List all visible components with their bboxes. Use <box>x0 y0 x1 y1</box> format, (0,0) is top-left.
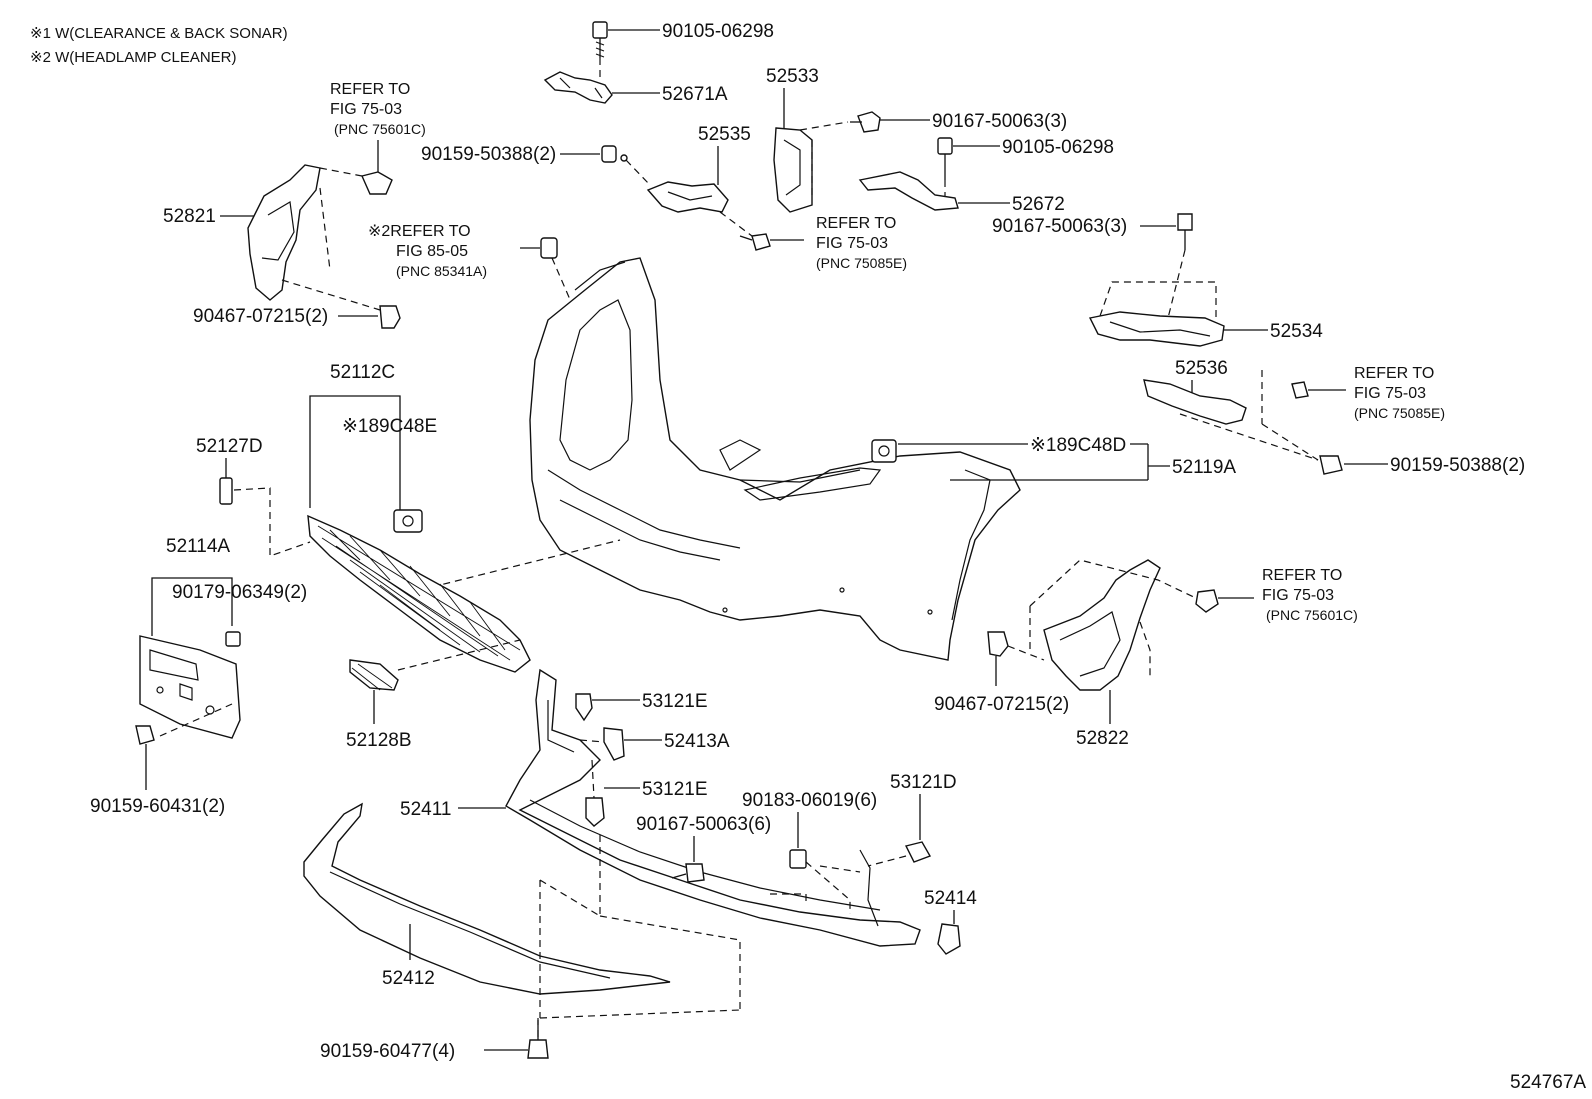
ref-75601C-left-line2: FIG 75-03 <box>330 101 402 118</box>
screw-90167-mid <box>1177 213 1193 250</box>
clip-52127D <box>219 477 233 505</box>
label-52533: 52533 <box>766 66 819 87</box>
bracket-52536 <box>1143 379 1247 425</box>
label-52411: 52411 <box>400 799 451 820</box>
ref-85341A-pnc: (PNC 85341A) <box>396 263 487 279</box>
sensor-89C48D <box>871 439 897 463</box>
clip-90467-left <box>379 305 401 329</box>
label-90105-06298-top: 90105-06298 <box>662 21 774 42</box>
ref-85341A-line1: ※2REFER TO <box>368 223 471 240</box>
ref-75085E-mid-line2: FIG 75-03 <box>816 235 888 252</box>
clip-53121E-top <box>575 693 593 722</box>
bolt-90159-60477 <box>527 1020 549 1059</box>
note-headlamp-cleaner: ※2 W(HEADLAMP CLEANER) <box>30 49 237 66</box>
label-52114A: 52114A <box>166 536 230 557</box>
label-52412: 52412 <box>382 968 435 989</box>
ref-75601C-right-pnc: (PNC 75601C) <box>1266 607 1358 623</box>
label-52822: 52822 <box>1076 728 1129 749</box>
screw-90167-top <box>850 111 881 133</box>
grille-52112C <box>307 514 531 673</box>
ref-85341A-line2: FIG 85-05 <box>396 243 468 260</box>
label-90159-50388-right: 90159-50388(2) <box>1390 455 1525 476</box>
label-90167-50063-top: 90167-50063(3) <box>932 111 1067 132</box>
bracket-52672 <box>858 171 959 211</box>
ref-75601C-left-pnc: (PNC 75601C) <box>334 121 426 137</box>
bracket-52534 <box>1088 311 1225 347</box>
label-52112C: 52112C <box>330 362 395 383</box>
label-90159-60477: 90159-60477(4) <box>320 1041 455 1062</box>
label-53121E-top: 53121E <box>642 691 708 712</box>
label-52119A: 52119A <box>1172 457 1236 478</box>
bracket-52821 <box>247 164 321 301</box>
bolt-90159-60431 <box>135 725 155 745</box>
ref-75601C-right-line1: REFER TO <box>1262 567 1342 584</box>
clip-90467-right <box>987 631 1009 657</box>
trim-52128B <box>349 659 399 691</box>
label-52414: 52414 <box>924 888 977 909</box>
note-clearance-sonar: ※1 W(CLEARANCE & BACK SONAR) <box>30 25 288 42</box>
label-53121D: 53121D <box>890 772 957 793</box>
label-52821: 52821 <box>163 206 216 227</box>
label-90183-06019: 90183-06019(6) <box>742 790 877 811</box>
bolt-90159-right <box>1319 455 1343 475</box>
ref-75601C-right-line2: FIG 75-03 <box>1262 587 1334 604</box>
bracket-52671A <box>543 71 613 104</box>
label-90467-07215-right: 90467-07215(2) <box>934 694 1069 715</box>
ref-75085E-right-line1: REFER TO <box>1354 365 1434 382</box>
bolt-90105-top <box>592 21 608 58</box>
bracket-52822 <box>1043 559 1161 691</box>
trim-52413A <box>603 727 625 761</box>
spoiler-52412 <box>303 802 671 995</box>
nut-90183 <box>789 849 807 869</box>
clip-75601C-left <box>361 171 393 195</box>
bracket-52535 <box>646 181 729 213</box>
label-89C48D: ※189C48D <box>1030 435 1126 456</box>
label-90167-50063-mid: 90167-50063(3) <box>992 216 1127 237</box>
screw-75085E-mid <box>739 233 771 251</box>
screw-75085E-right <box>1291 381 1309 399</box>
ref-75601C-left-line1: REFER TO <box>330 81 410 98</box>
bolt-90105-right <box>937 137 953 180</box>
clip-90179 <box>225 631 241 647</box>
label-90159-60431: 90159-60431(2) <box>90 796 225 817</box>
clip-75601C-right <box>1195 589 1219 613</box>
label-52536: 52536 <box>1175 358 1228 379</box>
trim-52414 <box>937 923 961 955</box>
label-52128B: 52128B <box>346 730 412 751</box>
bolt-90159-left <box>601 145 628 163</box>
label-52535: 52535 <box>698 124 751 145</box>
label-52413A: 52413A <box>664 731 730 752</box>
label-90159-50388-left: 90159-50388(2) <box>421 144 556 165</box>
sensor-89C48E <box>393 509 423 533</box>
ref-75085E-mid-line1: REFER TO <box>816 215 896 232</box>
screw-90167-bot <box>671 863 705 883</box>
ref-75085E-right-line2: FIG 75-03 <box>1354 385 1426 402</box>
label-90179-06349: 90179-06349(2) <box>172 582 307 603</box>
label-90105-06298-right: 90105-06298 <box>1002 137 1114 158</box>
label-90167-50063-bot: 90167-50063(6) <box>636 814 771 835</box>
bracket-52533 <box>773 127 813 213</box>
ref-75085E-mid-pnc: (PNC 75085E) <box>816 255 907 271</box>
clip-53121E-mid <box>585 797 605 827</box>
label-89C48E: ※189C48E <box>342 416 437 437</box>
headlamp-cleaner-clip <box>540 237 558 259</box>
label-53121E-mid: 53121E <box>642 779 708 800</box>
label-52534: 52534 <box>1270 321 1323 342</box>
clip-53121D <box>904 841 932 863</box>
license-bracket-52114A <box>139 635 241 739</box>
ref-75085E-right-pnc: (PNC 75085E) <box>1354 405 1445 421</box>
figure-id: 524767A <box>1510 1072 1586 1093</box>
label-52671A: 52671A <box>662 84 728 105</box>
bumper-cover-52119A <box>529 257 1021 661</box>
label-52672: 52672 <box>1012 194 1065 215</box>
label-52127D: 52127D <box>196 436 263 457</box>
label-90467-07215-left: 90467-07215(2) <box>193 306 328 327</box>
